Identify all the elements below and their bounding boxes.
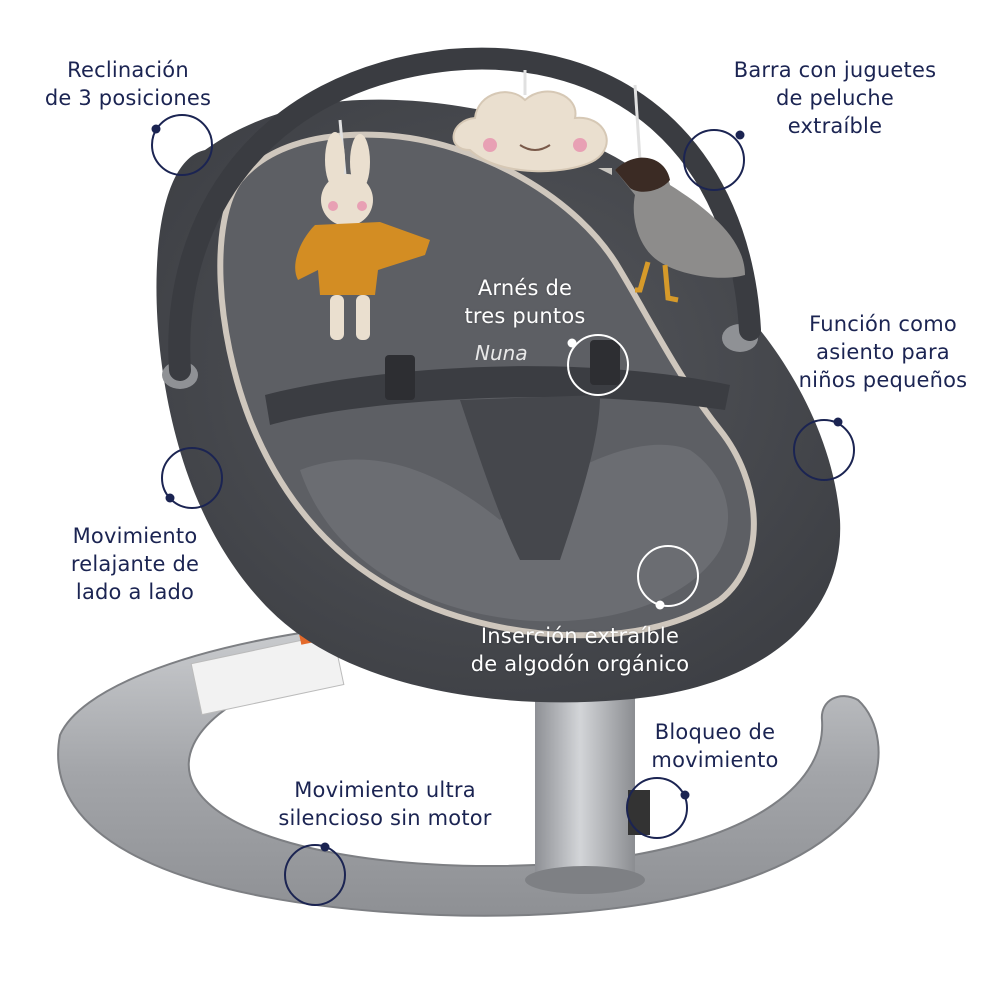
label-line: Arnés de xyxy=(477,276,573,300)
marker-ring xyxy=(683,129,745,191)
marker-dot xyxy=(165,493,175,503)
label-harness: Arnés de tres puntos xyxy=(445,274,605,330)
toddler-seat-marker xyxy=(793,417,855,481)
label-lock: Bloqueo de movimiento xyxy=(630,718,800,774)
label-toy-bar: Barra con juguetes de peluche extraíble xyxy=(710,56,960,140)
label-line: Función como xyxy=(809,312,957,336)
marker-ring xyxy=(626,777,688,839)
silent-marker xyxy=(284,842,346,906)
recline-marker xyxy=(151,114,213,176)
marker-dot xyxy=(151,124,161,134)
label-insert: Inserción extraíble de algodón orgánico xyxy=(440,622,720,678)
label-line: Bloqueo de xyxy=(654,720,776,744)
label-recline: Reclinación de 3 posiciones xyxy=(28,56,228,112)
marker-dot xyxy=(655,600,665,610)
label-line: Barra con juguetes xyxy=(733,58,937,82)
marker-dot xyxy=(833,417,843,427)
marker-dot xyxy=(320,842,330,852)
label-silent: Movimiento ultra silencioso sin motor xyxy=(255,776,515,832)
marker-ring xyxy=(284,844,346,906)
harness-marker xyxy=(567,334,629,396)
label-line: movimiento xyxy=(651,748,779,772)
label-line: de peluche xyxy=(775,86,895,110)
label-line: niños pequeños xyxy=(798,368,968,392)
label-line: silencioso sin motor xyxy=(278,806,492,830)
label-line: lado a lado xyxy=(75,580,195,604)
label-line: Inserción extraíble xyxy=(480,624,680,648)
toy-bar xyxy=(168,47,761,381)
brand-logo: Nuna xyxy=(475,341,528,365)
label-side-motion: Movimiento relajante de lado a lado xyxy=(40,522,230,606)
marker-ring xyxy=(567,334,629,396)
bird-plush-toy xyxy=(598,157,745,303)
label-line: de 3 posiciones xyxy=(44,86,212,110)
label-line: extraíble xyxy=(787,114,883,138)
marker-dot xyxy=(567,338,577,348)
lock-lever xyxy=(628,790,650,835)
label-line: de algodón orgánico xyxy=(470,652,690,676)
lock-marker xyxy=(626,777,690,839)
label-toddler-seat: Función como asiento para niños pequeños xyxy=(778,310,988,394)
marker-ring xyxy=(151,114,213,176)
label-line: asiento para xyxy=(816,340,950,364)
marker-dot xyxy=(735,130,745,140)
side-motion-marker xyxy=(161,447,223,509)
support-pole xyxy=(535,690,635,880)
marker-ring xyxy=(637,545,699,607)
label-line: tres puntos xyxy=(464,304,586,328)
insert-marker xyxy=(637,545,699,610)
toy-bar-marker xyxy=(683,129,745,191)
bunny-plush-toy xyxy=(295,132,430,340)
label-line: Reclinación xyxy=(67,58,189,82)
label-line: relajante de xyxy=(70,552,200,576)
marker-ring xyxy=(793,419,855,481)
label-line: Movimiento ultra xyxy=(294,778,476,802)
marker-dot xyxy=(680,790,690,800)
marker-ring xyxy=(161,447,223,509)
label-line: Movimiento xyxy=(72,524,198,548)
cloud-plush-toy xyxy=(452,90,608,173)
